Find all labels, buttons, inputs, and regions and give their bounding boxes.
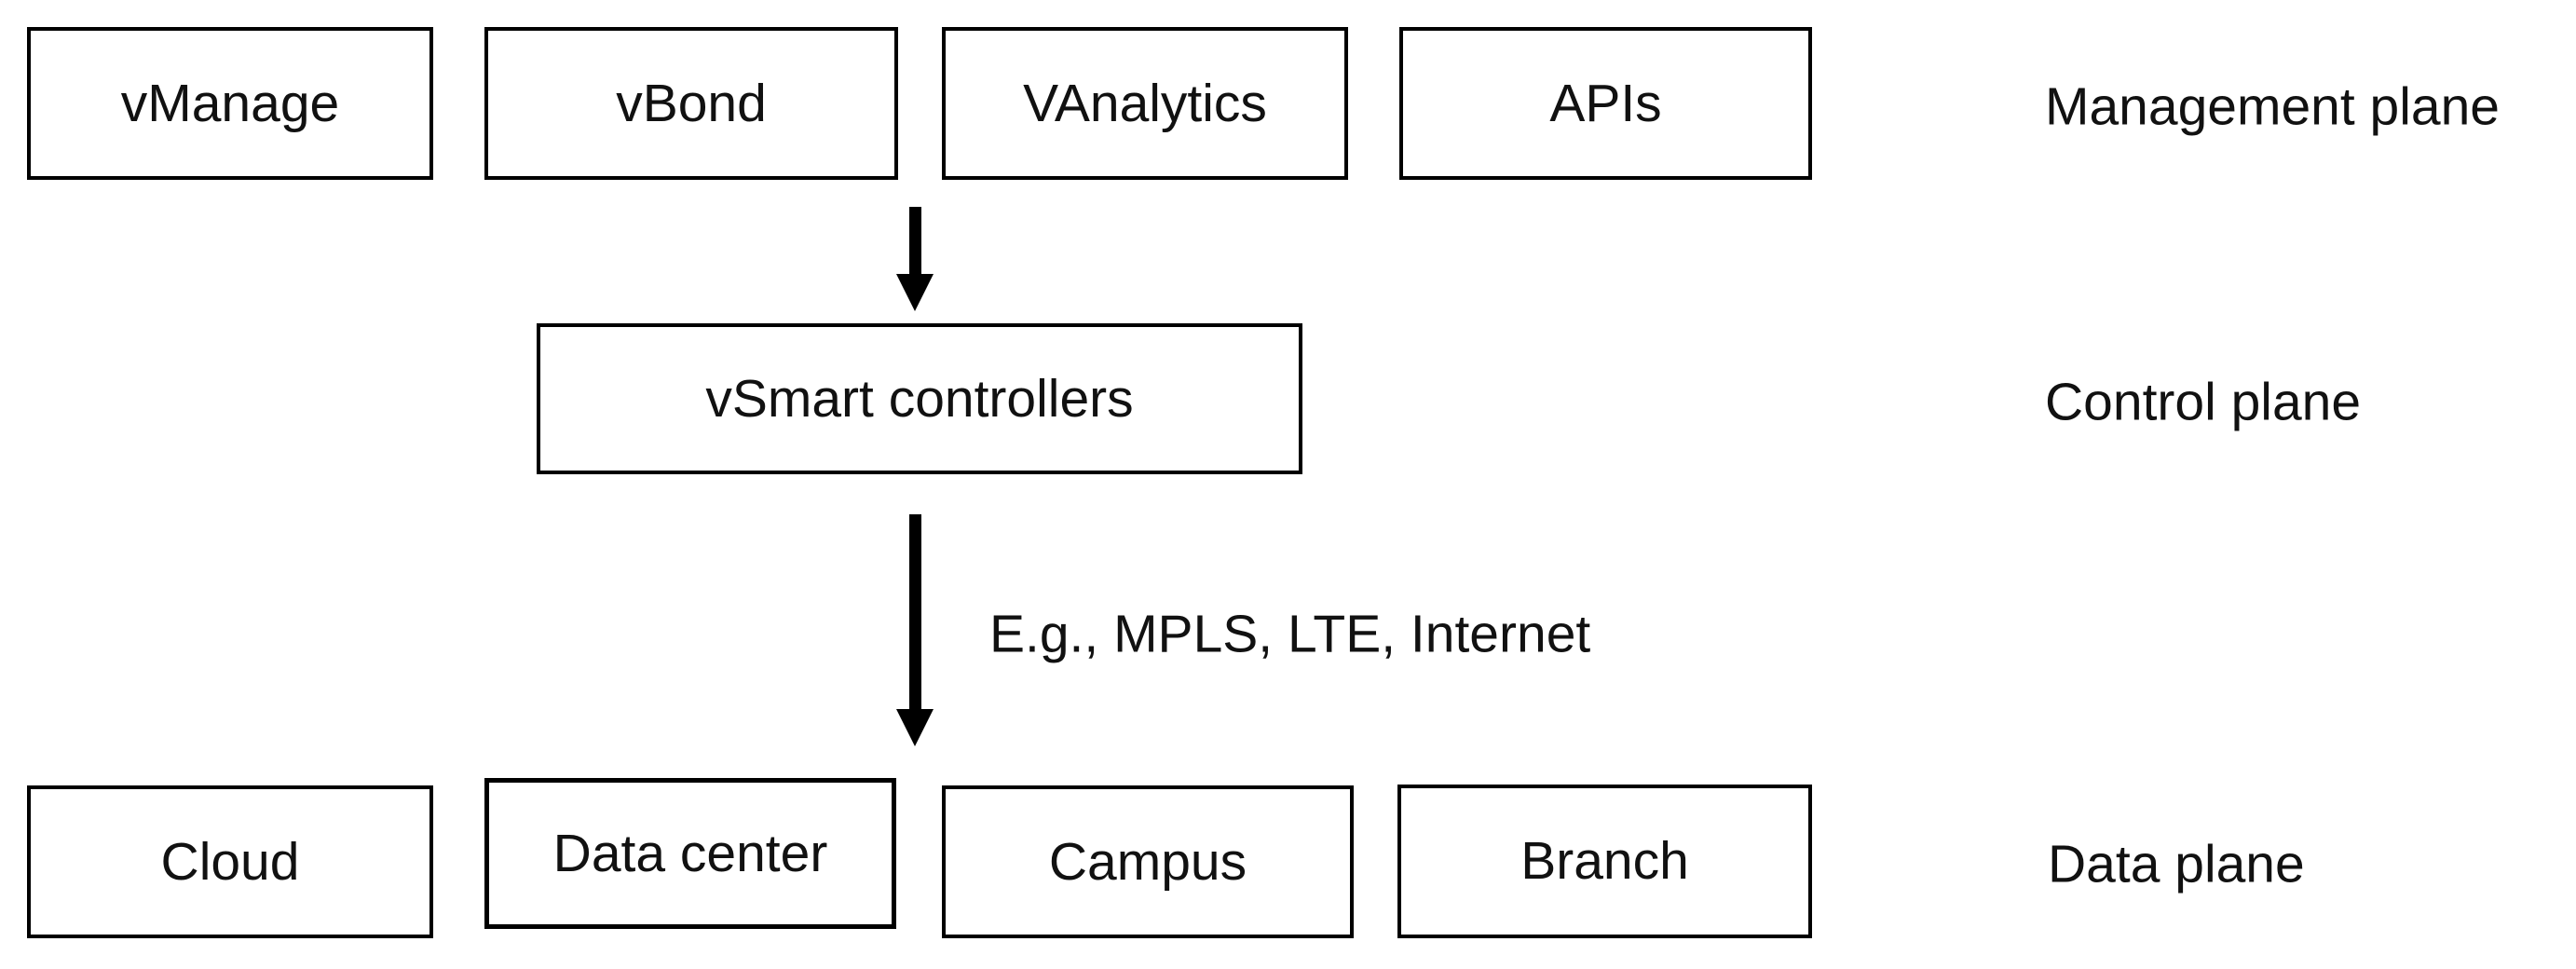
arrow-shaft <box>908 207 921 274</box>
box-apis-label: APIs <box>1549 73 1662 133</box>
box-cloud: Cloud <box>27 785 433 938</box>
arrowhead-down-icon <box>896 709 934 746</box>
box-apis: APIs <box>1399 27 1812 180</box>
box-data-center-label: Data center <box>552 823 828 883</box>
box-vanalytics-label: VAnalytics <box>1023 73 1267 133</box>
control-plane-label: Control plane <box>2045 372 2362 432</box>
box-vsmart-controllers: vSmart controllers <box>537 323 1302 474</box>
box-cloud-label: Cloud <box>160 831 300 892</box>
box-vbond-label: vBond <box>616 73 767 133</box>
box-branch: Branch <box>1397 785 1812 938</box>
box-vanalytics: VAnalytics <box>942 27 1348 180</box>
management-plane-label: Management plane <box>2045 76 2501 137</box>
box-vsmart-controllers-label: vSmart controllers <box>705 368 1134 429</box>
box-vmanage-label: vManage <box>120 73 340 133</box>
arrow-shaft <box>908 514 921 709</box>
box-vmanage: vManage <box>27 27 433 180</box>
box-data-center: Data center <box>484 778 896 929</box>
arrowhead-down-icon <box>896 274 934 311</box>
arrow-control-to-data <box>896 514 934 746</box>
box-campus: Campus <box>942 785 1354 938</box>
arrow-management-to-control <box>896 207 934 311</box>
box-campus-label: Campus <box>1048 831 1247 892</box>
data-plane-label: Data plane <box>2048 834 2305 894</box>
box-vbond: vBond <box>484 27 898 180</box>
transport-arrow-label: E.g., MPLS, LTE, Internet <box>989 604 1591 664</box>
box-branch-label: Branch <box>1520 831 1689 892</box>
